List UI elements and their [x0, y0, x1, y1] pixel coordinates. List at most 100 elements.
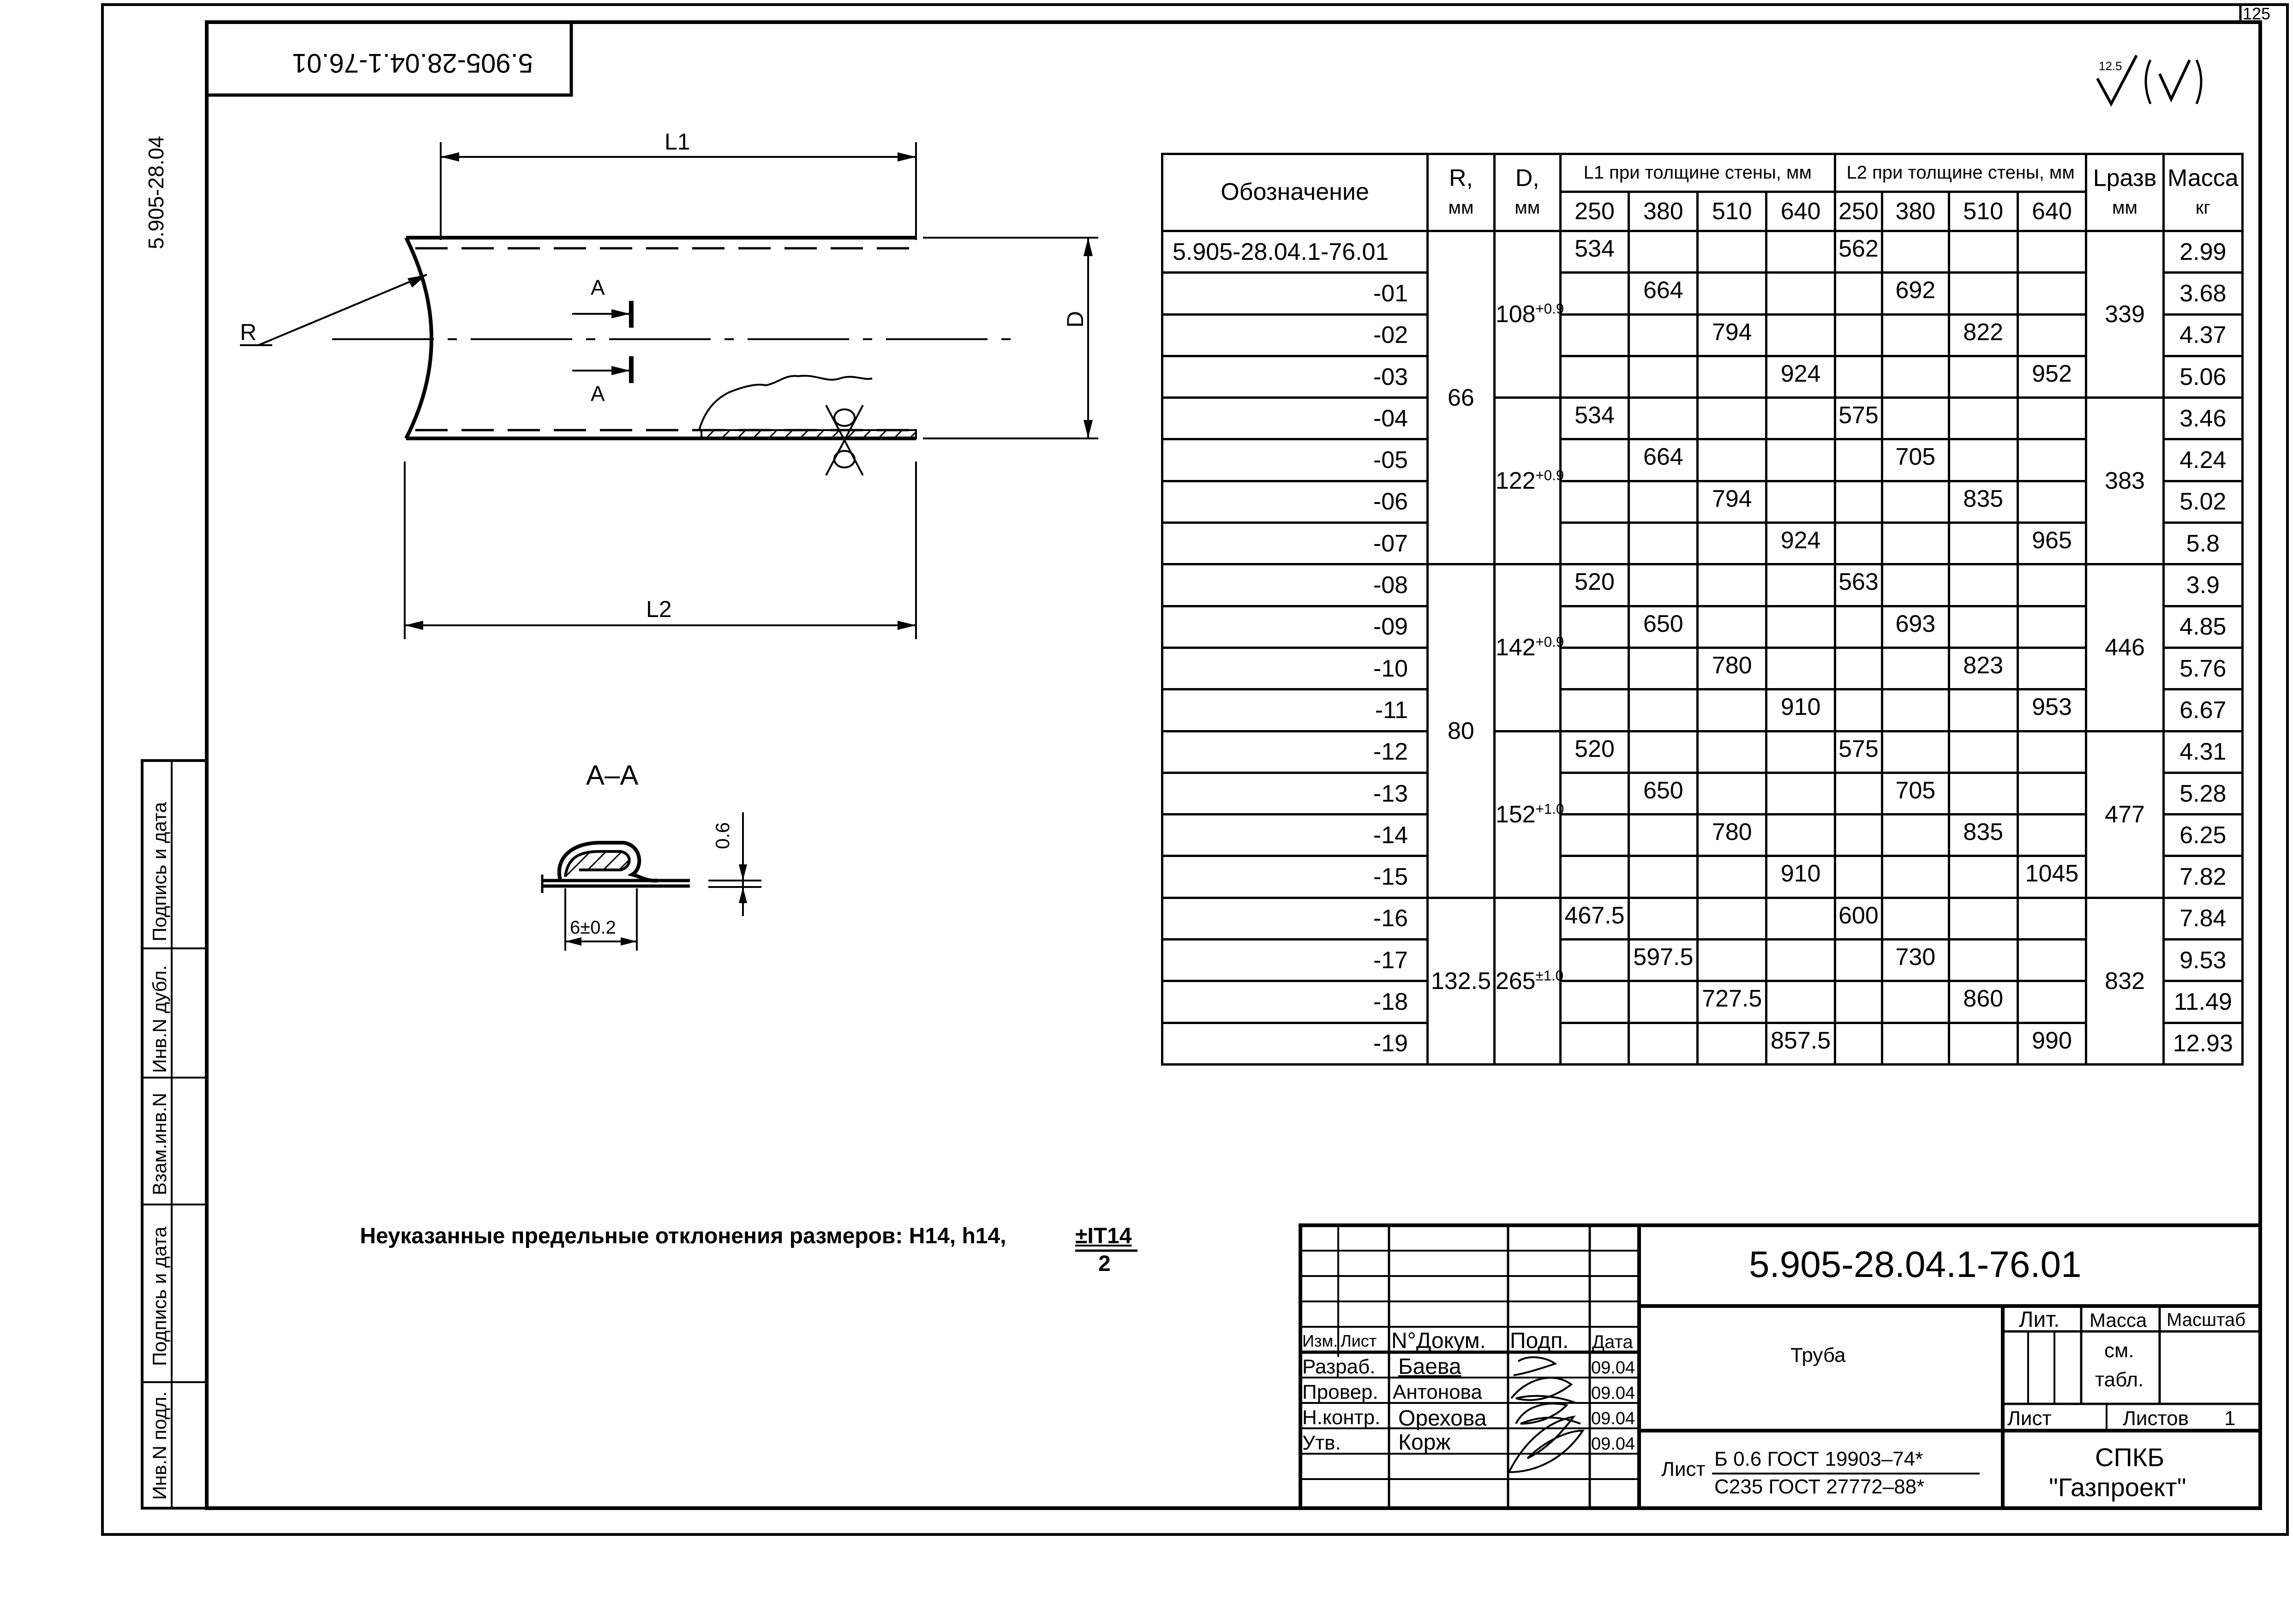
- cell-l1: 467.5: [1559, 896, 1630, 941]
- cell-mass: 7.82: [2162, 855, 2244, 899]
- cell-l1: [1559, 813, 1630, 857]
- cell-designation: -08: [1161, 563, 1429, 607]
- cell-l1: [1628, 730, 1699, 774]
- cell-l2: 965: [2016, 521, 2088, 566]
- cell-mass: 5.06: [2162, 354, 2244, 399]
- tb-lit: Лит.: [2019, 1307, 2060, 1332]
- cell-l2: 953: [2016, 688, 2088, 732]
- cell-l2: [1834, 271, 1883, 316]
- cell-l2: 952: [2016, 354, 2088, 399]
- cell-r-group: 132.5: [1426, 896, 1496, 1066]
- cell-l1: [1559, 521, 1630, 566]
- cell-l1: [1696, 521, 1768, 566]
- tb-name-nkontr: Орехова: [1398, 1406, 1487, 1431]
- cell-l1: [1559, 271, 1630, 316]
- cell-l1: [1628, 980, 1699, 1024]
- cell-l2: 562: [1834, 229, 1883, 274]
- tolerance-fraction-den: 2: [1098, 1252, 1111, 1276]
- cell-designation: 5.905-28.04.1-76.01: [1161, 229, 1429, 274]
- cell-l1: [1628, 813, 1699, 857]
- cell-l1: 664: [1628, 438, 1699, 482]
- tb-name-razrab: Баева: [1398, 1354, 1461, 1379]
- org-line-2: "Газпроект": [2049, 1473, 2186, 1502]
- tb-date-prover: 09.04: [1591, 1384, 1635, 1403]
- tb-sheet: Лист: [2007, 1407, 2052, 1430]
- cell-l1: 780: [1696, 813, 1768, 857]
- cell-l2: [1880, 396, 1950, 441]
- cell-l1: 794: [1696, 313, 1768, 357]
- cell-d-group: 122+0.9: [1493, 396, 1564, 566]
- cell-designation: -11: [1161, 688, 1429, 732]
- cell-l2: [2016, 605, 2088, 649]
- outer-frame: [101, 3, 2289, 1536]
- page-number: 125: [2243, 4, 2271, 23]
- cell-l2: [1880, 896, 1950, 941]
- cell-l2: 730: [1880, 938, 1950, 983]
- header-r: R,мм: [1426, 153, 1496, 232]
- cell-l2: 835: [1947, 479, 2019, 524]
- cell-l1: 727.5: [1696, 980, 1768, 1024]
- cell-mass: 2.99: [2162, 229, 2244, 274]
- cell-l2: 692: [1880, 271, 1950, 316]
- cell-designation: -12: [1161, 730, 1429, 774]
- cell-l2: [1880, 313, 1950, 357]
- header-l1-wall-640: 640: [1765, 191, 1836, 232]
- cell-l1: [1765, 730, 1836, 774]
- cell-l2: [1834, 813, 1883, 857]
- cell-l1: [1628, 396, 1699, 441]
- cell-l2: 575: [1834, 730, 1883, 774]
- cell-mass: 6.25: [2162, 813, 2244, 857]
- tb-role-nkontr: Н.контр.: [1302, 1406, 1381, 1429]
- cell-l1: [1628, 229, 1699, 274]
- cell-mass: 12.93: [2162, 1021, 2244, 1066]
- label-l2: L2: [646, 596, 672, 622]
- cell-d-group: 108+0.9: [1493, 229, 1564, 399]
- header-l2-wall-510: 510: [1947, 191, 2019, 232]
- header-designation: Обозначение: [1161, 153, 1429, 232]
- cell-d-group: 265±1.0: [1493, 896, 1563, 1066]
- cell-l1: 520: [1559, 730, 1630, 774]
- tb-mass-value-1: см.: [2104, 1339, 2134, 1362]
- cell-l1: [1559, 313, 1630, 357]
- cell-designation: -13: [1161, 771, 1429, 816]
- cell-l2: [1880, 646, 1950, 691]
- cell-designation: -14: [1161, 813, 1429, 857]
- cell-designation: -04: [1161, 396, 1429, 441]
- cell-mass: 7.84: [2162, 896, 2244, 941]
- cell-mass: 5.76: [2162, 646, 2244, 691]
- cell-l1: [1628, 313, 1699, 357]
- cell-l1: 924: [1765, 354, 1836, 399]
- cell-l1: [1559, 605, 1630, 649]
- cell-l1: 534: [1559, 396, 1630, 441]
- header-l2-wall-250: 250: [1834, 191, 1883, 232]
- material-top: Б 0.6 ГОСТ 19903–74*: [1714, 1448, 1923, 1470]
- cell-l2: [1834, 771, 1883, 816]
- cell-l2: [1834, 521, 1883, 566]
- cell-l1: [1628, 354, 1699, 399]
- cell-l2: [2016, 229, 2088, 274]
- header-l1-wall-250: 250: [1559, 191, 1630, 232]
- top-stamp-box: [205, 20, 573, 97]
- header-l1-group: L1 при толщине стены, мм: [1559, 153, 1837, 193]
- cell-l1: [1696, 730, 1768, 774]
- cell-l1: [1765, 646, 1836, 691]
- cell-d-group: 142+0.9: [1493, 563, 1564, 732]
- tb-date-nkontr: 09.04: [1591, 1409, 1635, 1428]
- cell-l2: 860: [1947, 980, 2019, 1024]
- cell-l2: [2016, 938, 2088, 983]
- cell-l1: [1765, 563, 1836, 607]
- cell-l2: [1947, 938, 2019, 983]
- header-l2-wall-380: 380: [1880, 191, 1950, 232]
- cell-l2: [1947, 521, 2019, 566]
